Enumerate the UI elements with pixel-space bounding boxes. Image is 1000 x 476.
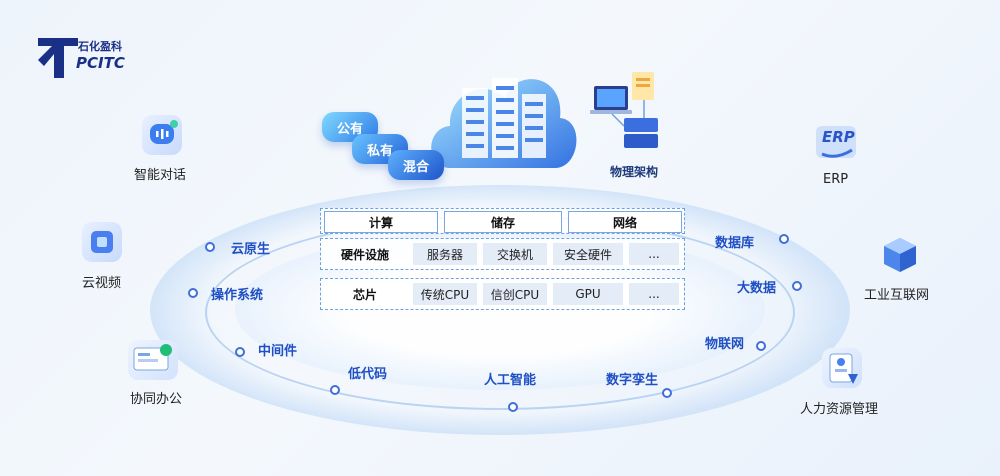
app-label-hr: 人力资源管理 xyxy=(800,402,879,417)
header-network: 网络 xyxy=(568,211,682,233)
ring-node xyxy=(188,288,198,298)
bubble-public: 公有 xyxy=(322,112,378,142)
laptop-server-icon xyxy=(590,72,658,148)
logo-mark-icon xyxy=(38,38,78,78)
ring-label-cloud-native: 云原生 xyxy=(231,242,271,257)
app-label-chat: 智能对话 xyxy=(134,168,187,183)
video-icon xyxy=(82,222,122,262)
table-row-chips: 芯片 传统CPU 信创CPU GPU ... xyxy=(320,278,685,310)
hardware-item: 服务器 xyxy=(413,243,477,265)
chip-item: ... xyxy=(629,283,679,305)
erp-icon-text: ERP xyxy=(822,128,855,146)
erp-icon: ERP xyxy=(812,120,860,160)
cloud-icon xyxy=(431,78,577,168)
chip-item: GPU xyxy=(553,283,623,305)
ring-label-middleware: 中间件 xyxy=(258,344,298,359)
app-label-erp: ERP xyxy=(823,172,849,187)
ring-node xyxy=(792,281,802,291)
ring-label-ai: 人工智能 xyxy=(484,373,537,388)
ring-node xyxy=(756,341,766,351)
ring-node xyxy=(662,388,672,398)
table-header-row: 计算 储存 网络 xyxy=(320,208,685,234)
header-storage: 储存 xyxy=(444,211,562,233)
header-compute: 计算 xyxy=(324,211,438,233)
physical-architecture-illustration xyxy=(588,68,668,160)
ring-label-iot: 物联网 xyxy=(705,337,745,352)
logo-line2: PCITC xyxy=(76,54,125,72)
hr-icon xyxy=(822,348,862,388)
ring-node xyxy=(508,402,518,412)
ring-label-database: 数据库 xyxy=(715,236,755,251)
hardware-item: 交换机 xyxy=(483,243,547,265)
app-label-video: 云视频 xyxy=(82,276,122,291)
hardware-item: ... xyxy=(629,243,679,265)
ring-label-digital-twin: 数字孪生 xyxy=(606,373,659,388)
ring-node xyxy=(779,234,789,244)
chips-title: 芯片 xyxy=(352,287,377,302)
hardware-title: 硬件设施 xyxy=(340,247,389,262)
ring-node xyxy=(205,242,215,252)
chat-icon xyxy=(142,115,182,155)
chip-item: 信创CPU xyxy=(483,283,547,305)
ring-label-low-code: 低代码 xyxy=(348,367,388,382)
ring-node xyxy=(330,385,340,395)
app-label-iiot: 工业互联网 xyxy=(864,288,930,303)
table-row-hardware: 硬件设施 服务器 交换机 安全硬件 ... xyxy=(320,238,685,270)
logo-line1: 石化盈科 xyxy=(78,40,122,53)
bubble-hybrid: 混合 xyxy=(388,150,444,180)
ring-label-big-data: 大数据 xyxy=(737,281,777,296)
physical-architecture-label: 物理架构 xyxy=(610,165,659,179)
chip-item: 传统CPU xyxy=(413,283,477,305)
iiot-cube-icon xyxy=(880,234,920,274)
app-label-office: 协同办公 xyxy=(130,392,183,407)
ring-label-os: 操作系统 xyxy=(211,288,264,303)
ring-node xyxy=(235,347,245,357)
hardware-item: 安全硬件 xyxy=(553,243,623,265)
pcitc-logo: 石化盈科 PCITC xyxy=(36,34,146,86)
cloud-server-illustration xyxy=(420,48,580,188)
office-icon xyxy=(128,340,178,380)
